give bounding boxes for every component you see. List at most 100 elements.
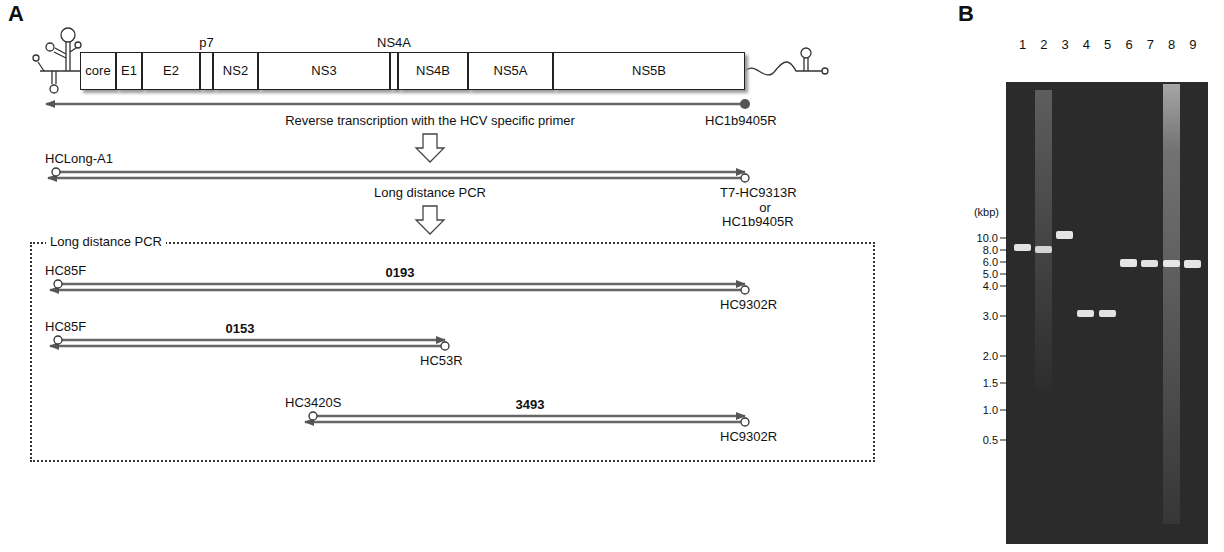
band <box>1056 231 1073 239</box>
loop <box>75 42 81 48</box>
segment-name: core <box>85 64 110 78</box>
cdna-arrow <box>46 103 745 106</box>
group-heading: Long distance PCR <box>46 235 166 249</box>
primer-name: HC85F <box>45 264 86 278</box>
smear <box>1163 84 1180 524</box>
size-ticks <box>1000 238 1007 440</box>
strand-arrow <box>48 177 745 180</box>
primer-name: HC9302R <box>720 298 777 312</box>
stem <box>70 48 76 52</box>
smear <box>1035 90 1052 390</box>
step-label: Reverse transcription with the HCV speci… <box>285 114 575 128</box>
lane-number: 9 <box>1189 38 1196 52</box>
size-marker: 1.5 <box>983 377 998 389</box>
strand-arrow <box>50 289 745 292</box>
pcr-product <box>50 336 449 350</box>
primer-circle <box>441 342 449 350</box>
panel-letter: A <box>8 2 24 26</box>
gene-segment: p7 <box>200 52 213 90</box>
segment-name: E1 <box>121 64 137 78</box>
strand-arrow <box>305 421 745 424</box>
band <box>1035 246 1052 253</box>
gene-segment: NS4A <box>390 52 398 90</box>
utr-line <box>40 70 80 71</box>
size-marker: 8.0 <box>983 244 998 256</box>
product-number: 0153 <box>226 322 255 336</box>
lane-number: 8 <box>1168 38 1175 52</box>
utr5-structure <box>33 28 81 93</box>
strand-arrow <box>56 171 745 174</box>
segment-name: NS3 <box>311 64 336 78</box>
primer-name: HC9302R <box>720 430 777 444</box>
segment-name: NS5A <box>494 64 528 78</box>
primer-circle <box>52 168 60 176</box>
segment-name: NS2 <box>223 64 248 78</box>
primer-name: HC53R <box>420 354 463 368</box>
loop <box>801 48 811 58</box>
segment-name: NS4A <box>377 36 411 50</box>
lane-number: 5 <box>1104 38 1111 52</box>
gel <box>1006 82 1208 544</box>
lane-number: 3 <box>1061 38 1068 52</box>
lane-number: 2 <box>1040 38 1047 52</box>
pcr-product <box>48 168 749 182</box>
stem <box>52 71 56 84</box>
primer-circle <box>54 336 62 344</box>
segment-name: NS4B <box>416 64 450 78</box>
band <box>1099 310 1116 317</box>
stem <box>804 58 808 71</box>
primer-circle <box>54 280 62 288</box>
stem <box>66 42 70 71</box>
primer-name: HC85F <box>45 320 86 334</box>
step-arrow <box>416 134 444 162</box>
size-marker: 3.0 <box>983 310 998 322</box>
lane-number: 1 <box>1019 38 1026 52</box>
primer-circle <box>741 286 749 294</box>
loop <box>61 28 75 42</box>
utr-line <box>745 62 822 75</box>
loop <box>33 55 39 61</box>
size-marker: 10.0 <box>977 232 998 244</box>
note: or <box>759 201 771 215</box>
primer-name: HCLong-A1 <box>45 152 113 166</box>
band <box>1184 260 1201 268</box>
size-marker: 1.0 <box>983 404 998 416</box>
gene-segment: NS3 <box>258 52 390 90</box>
gene-segment: NS5A <box>468 52 553 90</box>
loop <box>50 85 58 93</box>
pcr-group-box: Long distance PCR <box>30 242 875 462</box>
size-marker: 5.0 <box>983 268 998 280</box>
strand-arrow <box>58 283 745 286</box>
gene-segment: E2 <box>142 52 200 90</box>
size-marker: 6.0 <box>983 256 998 268</box>
strand-arrow <box>58 339 445 342</box>
lane-number: 6 <box>1125 38 1132 52</box>
strand-arrow <box>50 345 445 348</box>
primer-circle <box>741 174 749 182</box>
primer-name: HC3420S <box>285 396 341 410</box>
size-marker: 4.0 <box>983 280 998 292</box>
loop <box>46 43 54 51</box>
gene-segment: NS2 <box>213 52 258 90</box>
gene-segment: NS4B <box>398 52 468 90</box>
gel-image <box>1006 82 1208 544</box>
primer-circle <box>741 418 749 426</box>
lane-number: 4 <box>1083 38 1090 52</box>
gene-segment: core <box>80 52 116 90</box>
gene-segment: E1 <box>116 52 142 90</box>
rt-primer <box>46 99 750 109</box>
primer-dot <box>740 99 750 109</box>
band <box>1141 260 1158 267</box>
lane-number: 7 <box>1147 38 1154 52</box>
stem <box>54 48 66 58</box>
size-marker: 2.0 <box>983 350 998 362</box>
segment-name: NS5B <box>632 64 666 78</box>
step-arrow <box>416 206 444 234</box>
loop <box>822 68 828 74</box>
strand-arrow <box>313 415 745 418</box>
step-label: Long distance PCR <box>374 186 486 200</box>
band <box>1163 260 1180 267</box>
unit-label: (kbp) <box>974 206 999 218</box>
segment-name: E2 <box>163 64 179 78</box>
primer-name: HC1b9405R <box>722 215 794 229</box>
